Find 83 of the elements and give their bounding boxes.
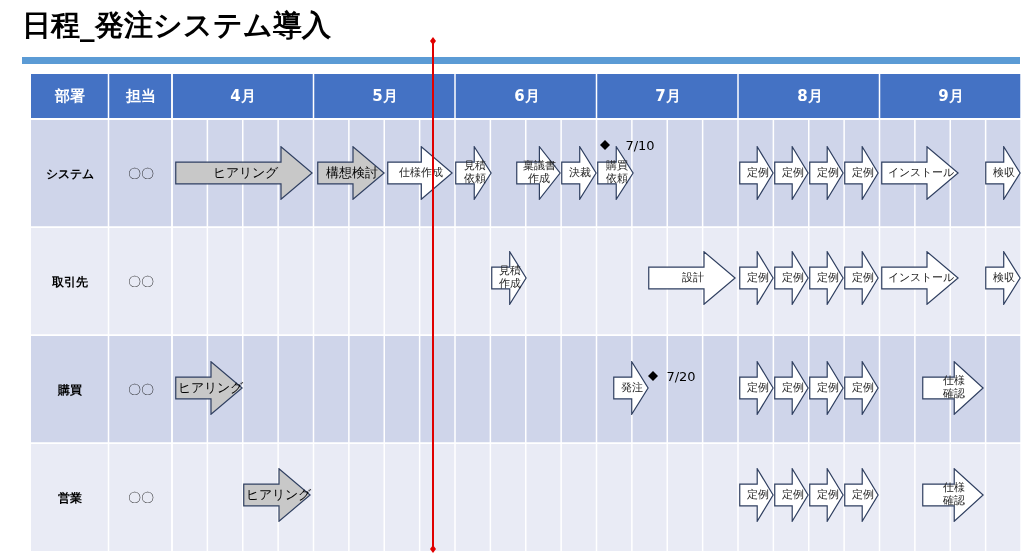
title: 日程_発注システム導入 <box>22 7 331 44</box>
header-label: 担当 <box>126 86 156 106</box>
task-label: 発注 <box>621 381 643 395</box>
header-label: 部署 <box>55 86 85 106</box>
milestone-date: 7/20 <box>666 368 696 384</box>
task-bar <box>922 468 984 522</box>
task-label: 見積作成 <box>498 265 522 291</box>
task-label: 定例 <box>851 166 874 180</box>
task-bar <box>774 468 809 522</box>
task-bar <box>455 146 492 200</box>
task-bar <box>985 251 1021 305</box>
assignee-label: 〇〇 <box>128 165 154 183</box>
task-label: 設計 <box>682 271 704 285</box>
task-bar <box>175 146 313 200</box>
task-bar <box>739 146 774 200</box>
task-label: 定例 <box>781 488 804 502</box>
task-label: インストール <box>888 166 954 180</box>
task-label: 定例 <box>816 166 839 180</box>
department-label: 取引先 <box>52 273 88 291</box>
department-label: システム <box>46 165 94 183</box>
task-bar <box>809 251 844 305</box>
task-bar <box>317 146 385 200</box>
task-bar <box>774 251 809 305</box>
task-label: 定例 <box>746 271 769 285</box>
task-label: 定例 <box>746 488 769 502</box>
task-label: 定例 <box>851 381 874 395</box>
month-label: 4月 <box>230 86 256 106</box>
task-bar <box>739 251 774 305</box>
task-bar <box>809 146 844 200</box>
task-bar <box>774 146 809 200</box>
task-label: 定例 <box>781 271 804 285</box>
task-label: 仕様確認 <box>942 375 966 401</box>
task-bar <box>922 361 984 415</box>
department-label: 購買 <box>58 381 82 399</box>
task-label: 定例 <box>781 381 804 395</box>
task-bar <box>809 361 844 415</box>
task-label: 決裁 <box>569 166 591 180</box>
task-bar <box>844 361 879 415</box>
task-label: インストール <box>888 271 954 285</box>
task-label: 構想検討 <box>326 165 378 181</box>
task-label: 定例 <box>816 271 839 285</box>
task-bar <box>844 251 879 305</box>
task-bar <box>809 468 844 522</box>
task-label: 見積依頼 <box>462 160 487 186</box>
task-bar <box>844 146 879 200</box>
task-label: 定例 <box>816 488 839 502</box>
month-label: 7月 <box>655 86 681 106</box>
assignee-label: 〇〇 <box>128 273 154 291</box>
task-label: 稟議書作成 <box>522 160 557 186</box>
task-bar <box>844 468 879 522</box>
task-bar <box>739 468 774 522</box>
task-bar <box>881 146 959 200</box>
task-label: 定例 <box>851 488 874 502</box>
task-bar <box>774 361 809 415</box>
task-bar <box>648 251 736 305</box>
task-bar <box>985 146 1021 200</box>
task-label: 仕様確認 <box>942 482 966 508</box>
task-label: 定例 <box>781 166 804 180</box>
task-bar <box>739 361 774 415</box>
month-label: 9月 <box>938 86 964 106</box>
month-label: 5月 <box>372 86 398 106</box>
task-bar <box>561 146 597 200</box>
task-label: 定例 <box>746 166 769 180</box>
task-bar <box>516 146 561 200</box>
task-label: 購買依頼 <box>604 160 629 186</box>
task-bar <box>491 251 527 305</box>
month-label: 8月 <box>797 86 823 106</box>
task-label: 検収 <box>993 271 1015 285</box>
task-label: 定例 <box>851 271 874 285</box>
assignee-label: 〇〇 <box>128 381 154 399</box>
month-label: 6月 <box>514 86 540 106</box>
task-bar <box>881 251 959 305</box>
task-label: 定例 <box>816 381 839 395</box>
department-label: 営業 <box>58 489 82 507</box>
task-bar <box>175 361 243 415</box>
assignee-label: 〇〇 <box>128 489 154 507</box>
task-label: 検収 <box>993 166 1015 180</box>
task-bar <box>613 361 649 415</box>
task-bar <box>243 468 311 522</box>
task-label: ヒアリング <box>212 165 278 181</box>
task-label: 定例 <box>746 381 769 395</box>
task-bar <box>387 146 453 200</box>
milestone-date: 7/10 <box>625 137 655 153</box>
